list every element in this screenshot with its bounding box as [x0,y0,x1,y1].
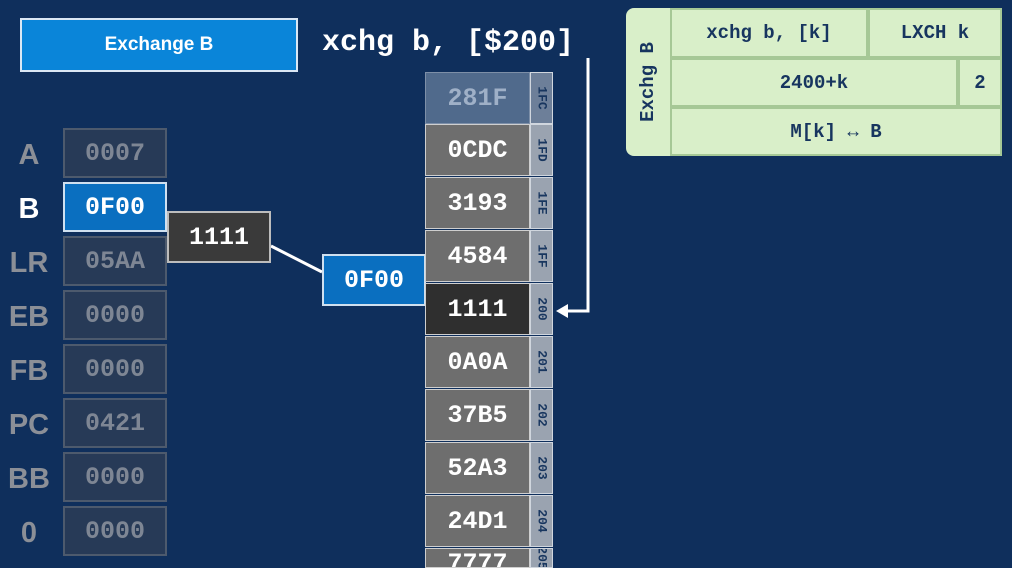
register-name-b: B [18,193,40,225]
register-name-eb: EB [8,301,50,333]
register-value-lr: 05AA [63,236,167,286]
memory-address: 1FD [530,124,553,176]
memory-address: 1FF [530,230,553,282]
memory-address: 1FE [530,177,553,229]
panel-encoding: 2400+k [670,58,958,107]
memory-cell: 0CDC [425,124,530,176]
instruction-text: xchg b, [$200] [322,26,575,60]
arrow-head-icon [556,304,568,318]
memory-cell: 37B5 [425,389,530,441]
memory-cell-target: 1111 [425,283,530,335]
panel-mnemonic: LXCH k [868,8,1002,58]
memory-address: 205 [530,548,553,568]
memory-address: 204 [530,495,553,547]
register-value-pc: 0421 [63,398,167,448]
memory-address: 1FC [530,72,553,124]
register-value-zero: 0000 [63,506,167,556]
memory-cell: 0A0A [425,336,530,388]
memory-address: 201 [530,336,553,388]
exchange-b-button[interactable]: Exchange B [20,18,298,72]
transfer-line [270,244,323,274]
memory-cell: 24D1 [425,495,530,547]
register-value-fb: 0000 [63,344,167,394]
memory-cell: 7777 [425,548,530,568]
register-name-lr: LR [9,247,49,279]
memory-address-target: 200 [530,283,553,335]
register-name-pc: PC [8,409,50,441]
register-name-a: A [18,139,40,171]
memory-cell: 4584 [425,230,530,282]
panel-cycles: 2 [958,58,1002,107]
address-pointer-line [566,58,590,313]
memory-address: 202 [530,389,553,441]
memory-cell: 3193 [425,177,530,229]
memory-cell: 52A3 [425,442,530,494]
register-name-zero: 0 [20,517,38,549]
register-value-a: 0007 [63,128,167,178]
register-value-b: 0F00 [63,182,167,232]
memory-cell: 281F [425,72,530,124]
panel-operation: M[k] ↔ B [670,107,1002,156]
panel-syntax: xchg b, [k] [670,8,868,58]
register-value-bb: 0000 [63,452,167,502]
register-value-moving-to-memory: 0F00 [322,254,426,306]
memory-value-moving-to-b: 1111 [167,211,271,263]
register-value-eb: 0000 [63,290,167,340]
register-name-fb: FB [9,355,49,387]
panel-side-label: Exchg B [637,42,660,122]
register-name-bb: BB [8,463,50,495]
memory-address: 203 [530,442,553,494]
